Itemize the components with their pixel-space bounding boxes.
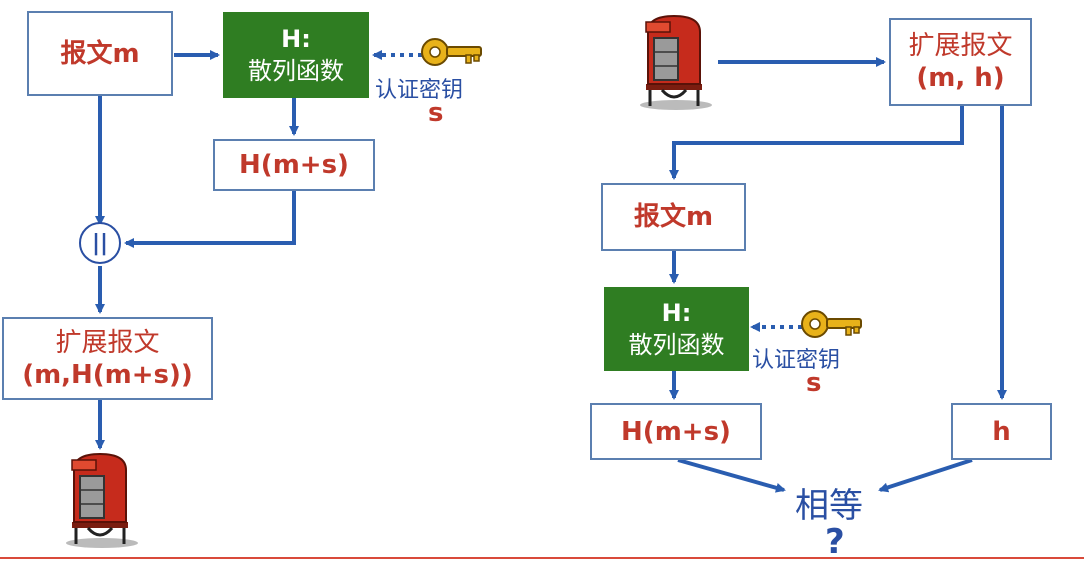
right-extended-line2: (m, h) (916, 63, 1005, 93)
right-hmac-box: H(m+s) (590, 403, 762, 460)
bottom-divider (0, 557, 1084, 559)
left-message-box: 报文m (27, 11, 173, 96)
right-message-label: 报文m (633, 202, 714, 232)
right-key-symbol: s (806, 368, 822, 398)
key-icon (801, 310, 862, 338)
right-extended-message-box: 扩展报文 (m, h) (889, 18, 1032, 106)
received-h-box: h (951, 403, 1052, 460)
concat-label: || (91, 230, 109, 256)
received-h-label: h (992, 416, 1011, 447)
left-extended-message-box: 扩展报文 (m,H(m+s)) (2, 317, 213, 400)
question-mark: ? (825, 522, 845, 562)
right-hash-title: H: (661, 299, 692, 327)
left-hash-function-box: H: 散列函数 (223, 12, 369, 98)
left-extended-line1: 扩展报文 (55, 327, 160, 358)
key-icon (421, 38, 482, 66)
mailbox-icon (640, 14, 712, 110)
left-hmac-label: H(m+s) (239, 150, 349, 180)
left-key-symbol: s (428, 98, 444, 128)
right-hmac-label: H(m+s) (621, 416, 731, 447)
right-message-box: 报文m (601, 183, 746, 251)
right-key-label: 认证密钥 (752, 348, 841, 373)
left-message-label: 报文m (60, 38, 140, 69)
left-hash-subtitle: 散列函数 (248, 57, 344, 85)
left-hmac-box: H(m+s) (213, 139, 375, 191)
right-hash-function-box: H: 散列函数 (604, 287, 749, 371)
left-key-label: 认证密钥 (375, 78, 464, 103)
concatenation-symbol: || (79, 222, 121, 264)
mailbox-icon (66, 452, 138, 548)
left-hash-title: H: (281, 25, 311, 53)
left-extended-line2: (m,H(m+s)) (22, 359, 193, 390)
compare-label: 相等 (795, 486, 863, 526)
right-hash-subtitle: 散列函数 (628, 331, 725, 359)
right-extended-line1: 扩展报文 (908, 31, 1013, 61)
